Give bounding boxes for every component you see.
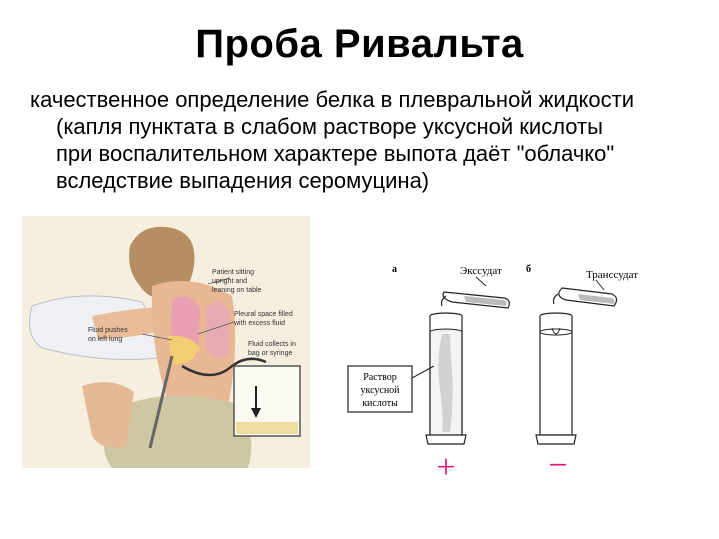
label-pleural-2: with excess fluid: [233, 320, 285, 327]
pleural-fluid: [168, 335, 200, 365]
rivalta-test-diagram: а б Экссудат Транссудат Раствор укс: [347, 264, 638, 486]
patient-leg: [82, 382, 134, 448]
exudate-leader: [475, 276, 487, 287]
panel-b-letter: б: [526, 264, 531, 275]
transudate-label: Транссудат: [586, 269, 638, 281]
solution-leader: [411, 365, 435, 379]
patient-head: [129, 226, 195, 299]
label-collect-1: Fluid collects in: [248, 341, 296, 348]
solution-label-1: Раствор: [363, 372, 396, 383]
leader-line-pleural: [197, 321, 235, 335]
label-lung-2: on left lung: [88, 336, 122, 343]
test-tube-a: [425, 312, 467, 445]
leader-line-lung: [141, 333, 173, 341]
result-positive: +: [436, 449, 455, 486]
label-patient-3: leaning on table: [212, 287, 262, 294]
panel-a-letter: а: [392, 264, 397, 275]
pipette-transudate: [552, 287, 618, 307]
slide-title: Проба Ривальта: [195, 22, 524, 66]
test-tube-b: [535, 312, 577, 445]
result-negative: −: [548, 447, 567, 484]
needle-tube: [148, 355, 174, 449]
label-lung-1: Fluid pushes: [88, 327, 128, 334]
solution-label-2: уксусной: [360, 385, 400, 396]
label-patient-2: upright and: [212, 278, 247, 285]
exudate-label: Экссудат: [460, 265, 502, 277]
solution-label-box: [347, 365, 413, 413]
pipette-exudate: [440, 291, 510, 309]
description-line-3: при воспалительном характере выпота даёт…: [56, 141, 615, 166]
label-collect-2: bag or syringe: [248, 350, 292, 357]
label-patient-1: Patient sitting: [212, 269, 254, 276]
description-line-4: вследствие выпадения серомуцина): [56, 168, 430, 193]
collected-fluid: [236, 422, 298, 434]
slide-description: качественное определение белка в плеврал…: [30, 86, 634, 194]
patient-pants: [104, 395, 252, 468]
label-pleural-1: Pleural space filled: [234, 311, 293, 318]
thoracentesis-illustration: Patient sitting upright and leaning on t…: [22, 216, 310, 468]
lung-right: [206, 301, 230, 358]
transudate-leader: [595, 279, 605, 291]
drain-tube: [181, 357, 267, 377]
arrow-down-icon: [251, 408, 261, 418]
solution-label-3: кислоты: [362, 398, 398, 409]
leader-line-patient: [207, 277, 231, 285]
description-line-1: качественное определение белка в плеврал…: [30, 87, 635, 112]
description-line-2: (капля пунктата в слабом растворе уксусн…: [56, 114, 603, 139]
